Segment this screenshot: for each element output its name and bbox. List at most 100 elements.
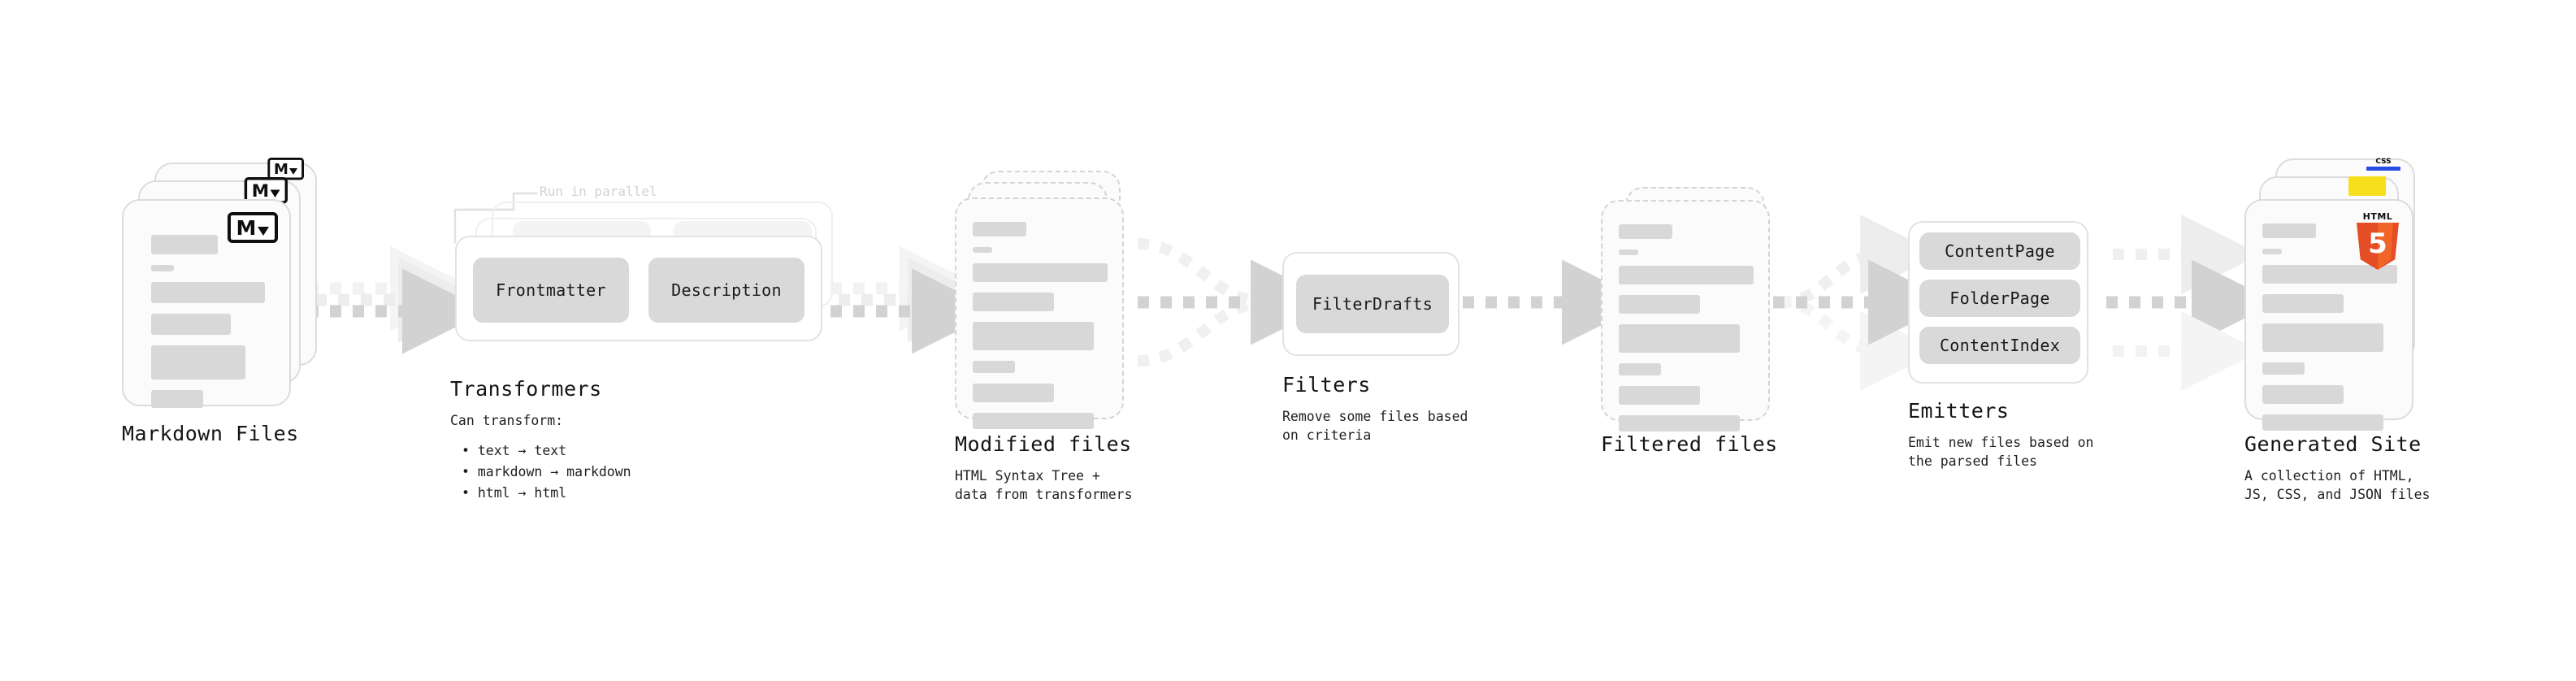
caption-markdown-files: Markdown Files bbox=[122, 423, 471, 445]
generated-site-card-front: HTML 5 bbox=[2244, 199, 2413, 431]
stage-title: Emitters bbox=[1908, 399, 2010, 423]
content-bar bbox=[151, 314, 231, 335]
content-bar bbox=[1619, 266, 1754, 284]
emitter-chip-folderpage[interactable]: FolderPage bbox=[1919, 280, 2080, 317]
content-bar bbox=[151, 235, 218, 254]
stage-markdown-files: M M M bbox=[122, 158, 317, 445]
caption-emitters: Emitters Emit new files based on the par… bbox=[1908, 400, 2233, 471]
filter-chip-filterdrafts[interactable]: FilterDrafts bbox=[1296, 275, 1449, 333]
stage-generated-site: CSS HTML 5 bbox=[2244, 158, 2431, 502]
connector-markdown-to-transformers bbox=[307, 245, 488, 354]
content-bar bbox=[973, 263, 1108, 282]
stage-filters: FilterDrafts Filters Remove some files b… bbox=[1282, 252, 1468, 443]
markdown-file-stack: M M M bbox=[122, 158, 317, 408]
markdown-badge-letter: M bbox=[273, 160, 288, 178]
css3-icon: CSS bbox=[2366, 158, 2400, 171]
connector-transformers-to-modified-files bbox=[830, 245, 997, 354]
list-item: • markdown → markdown bbox=[462, 464, 631, 480]
content-bar bbox=[973, 361, 1015, 373]
filters-box: FilterDrafts bbox=[1282, 252, 1459, 356]
content-bar bbox=[1619, 415, 1740, 432]
markdown-badge-letter: M bbox=[251, 180, 270, 201]
caption-generated-site: Generated Site A collection of HTML, JS,… bbox=[2244, 433, 2576, 505]
stage-subtitle: HTML Syntax Tree + data from transformer… bbox=[955, 467, 1133, 503]
content-bar bbox=[2262, 249, 2282, 254]
markdown-file-card-front: M bbox=[122, 199, 291, 408]
emitter-chip-contentpage[interactable]: ContentPage bbox=[1919, 232, 2080, 270]
content-bar bbox=[1619, 324, 1740, 353]
caption-filters: Filters Remove some files based on crite… bbox=[1282, 374, 1607, 445]
content-bar bbox=[151, 265, 174, 271]
transformers-box-front: Frontmatter Description bbox=[455, 236, 822, 341]
list-item: • text → text bbox=[462, 443, 567, 459]
content-bar bbox=[2262, 362, 2305, 375]
stage-subtitle: Can transform: bbox=[450, 412, 564, 428]
stage-transformers: Run in parallel Frontmatter Description … bbox=[439, 184, 833, 501]
caption-filtered-files: Filtered files bbox=[1601, 433, 1926, 456]
content-bar bbox=[973, 322, 1094, 350]
html5-shield: 5 bbox=[2357, 223, 2399, 270]
stage-subtitle: Remove some files based on criteria bbox=[1282, 408, 1468, 444]
js-icon bbox=[2348, 176, 2386, 196]
stage-title: Filtered files bbox=[1601, 432, 1778, 456]
content-bar bbox=[1619, 295, 1700, 314]
stage-subtitle: Emit new files based on the parsed files bbox=[1908, 434, 2094, 470]
markdown-badge-back: M bbox=[267, 158, 304, 180]
caption-transformers: Transformers Can transform: • text → tex… bbox=[450, 378, 816, 504]
content-bar bbox=[973, 247, 992, 253]
transformer-chip-description[interactable]: Description bbox=[648, 258, 804, 323]
filtered-file-stack bbox=[1601, 187, 1780, 432]
content-bar bbox=[1619, 386, 1700, 405]
markdown-badge-arrow-icon bbox=[258, 226, 270, 236]
content-bar bbox=[973, 222, 1026, 236]
stage-title: Transformers bbox=[450, 377, 602, 401]
content-bar bbox=[973, 293, 1054, 311]
content-bar bbox=[2262, 223, 2316, 238]
markdown-badge-arrow-icon bbox=[289, 167, 298, 175]
content-bar bbox=[973, 384, 1054, 402]
content-bar bbox=[151, 345, 245, 380]
markdown-file-content bbox=[151, 235, 265, 419]
modified-file-card-front bbox=[955, 197, 1124, 429]
stage-title: Modified files bbox=[955, 432, 1132, 456]
stage-emitters: ContentPage FolderPage ContentIndex Emit… bbox=[1908, 221, 2093, 469]
run-in-parallel-label: Run in parallel bbox=[540, 184, 657, 199]
stage-title: Generated Site bbox=[2244, 432, 2422, 456]
html5-version-label: 5 bbox=[2368, 228, 2387, 260]
content-bar bbox=[2262, 265, 2397, 284]
content-bar bbox=[2262, 323, 2383, 352]
stage-filtered-files: Filtered files bbox=[1601, 187, 1780, 455]
content-bar bbox=[2262, 385, 2344, 404]
content-bar bbox=[1619, 224, 1672, 239]
content-bar bbox=[151, 282, 265, 303]
filtered-file-content bbox=[1619, 224, 1754, 442]
modified-file-content bbox=[973, 222, 1108, 440]
html5-icon: HTML 5 bbox=[2353, 212, 2402, 270]
list-item: • html → html bbox=[462, 484, 567, 501]
connector-filtered-files-to-emitters bbox=[1773, 215, 1954, 391]
content-bar bbox=[2262, 414, 2383, 431]
css3-icon-label: CSS bbox=[2375, 158, 2392, 166]
generated-site-content bbox=[2262, 223, 2397, 441]
emitters-box: ContentPage FolderPage ContentIndex bbox=[1908, 221, 2088, 384]
content-bar bbox=[973, 413, 1094, 429]
caption-modified-files: Modified files HTML Syntax Tree + data f… bbox=[955, 433, 1280, 505]
transformers-box-stack: Frontmatter Description bbox=[439, 187, 833, 358]
stage-title: Markdown Files bbox=[122, 422, 299, 445]
markdown-badge-front: M bbox=[228, 212, 278, 243]
modified-file-stack bbox=[955, 171, 1142, 429]
content-bar bbox=[1619, 249, 1638, 255]
connector-modified-files-to-filters bbox=[1137, 238, 1336, 367]
transformer-chip-frontmatter[interactable]: Frontmatter bbox=[473, 258, 629, 323]
content-bar bbox=[2262, 294, 2344, 313]
content-bar bbox=[1619, 363, 1661, 375]
connector-emitters-to-generated-site bbox=[2106, 215, 2277, 391]
stage-modified-files: Modified files HTML Syntax Tree + data f… bbox=[955, 171, 1142, 502]
generated-site-stack: CSS HTML 5 bbox=[2244, 158, 2431, 431]
markdown-badge-arrow-icon bbox=[270, 189, 280, 197]
emitter-chip-contentindex[interactable]: ContentIndex bbox=[1919, 327, 2080, 364]
content-bar bbox=[151, 390, 203, 408]
css3-icon-underline bbox=[2366, 167, 2400, 171]
filtered-file-card-front bbox=[1601, 200, 1770, 432]
